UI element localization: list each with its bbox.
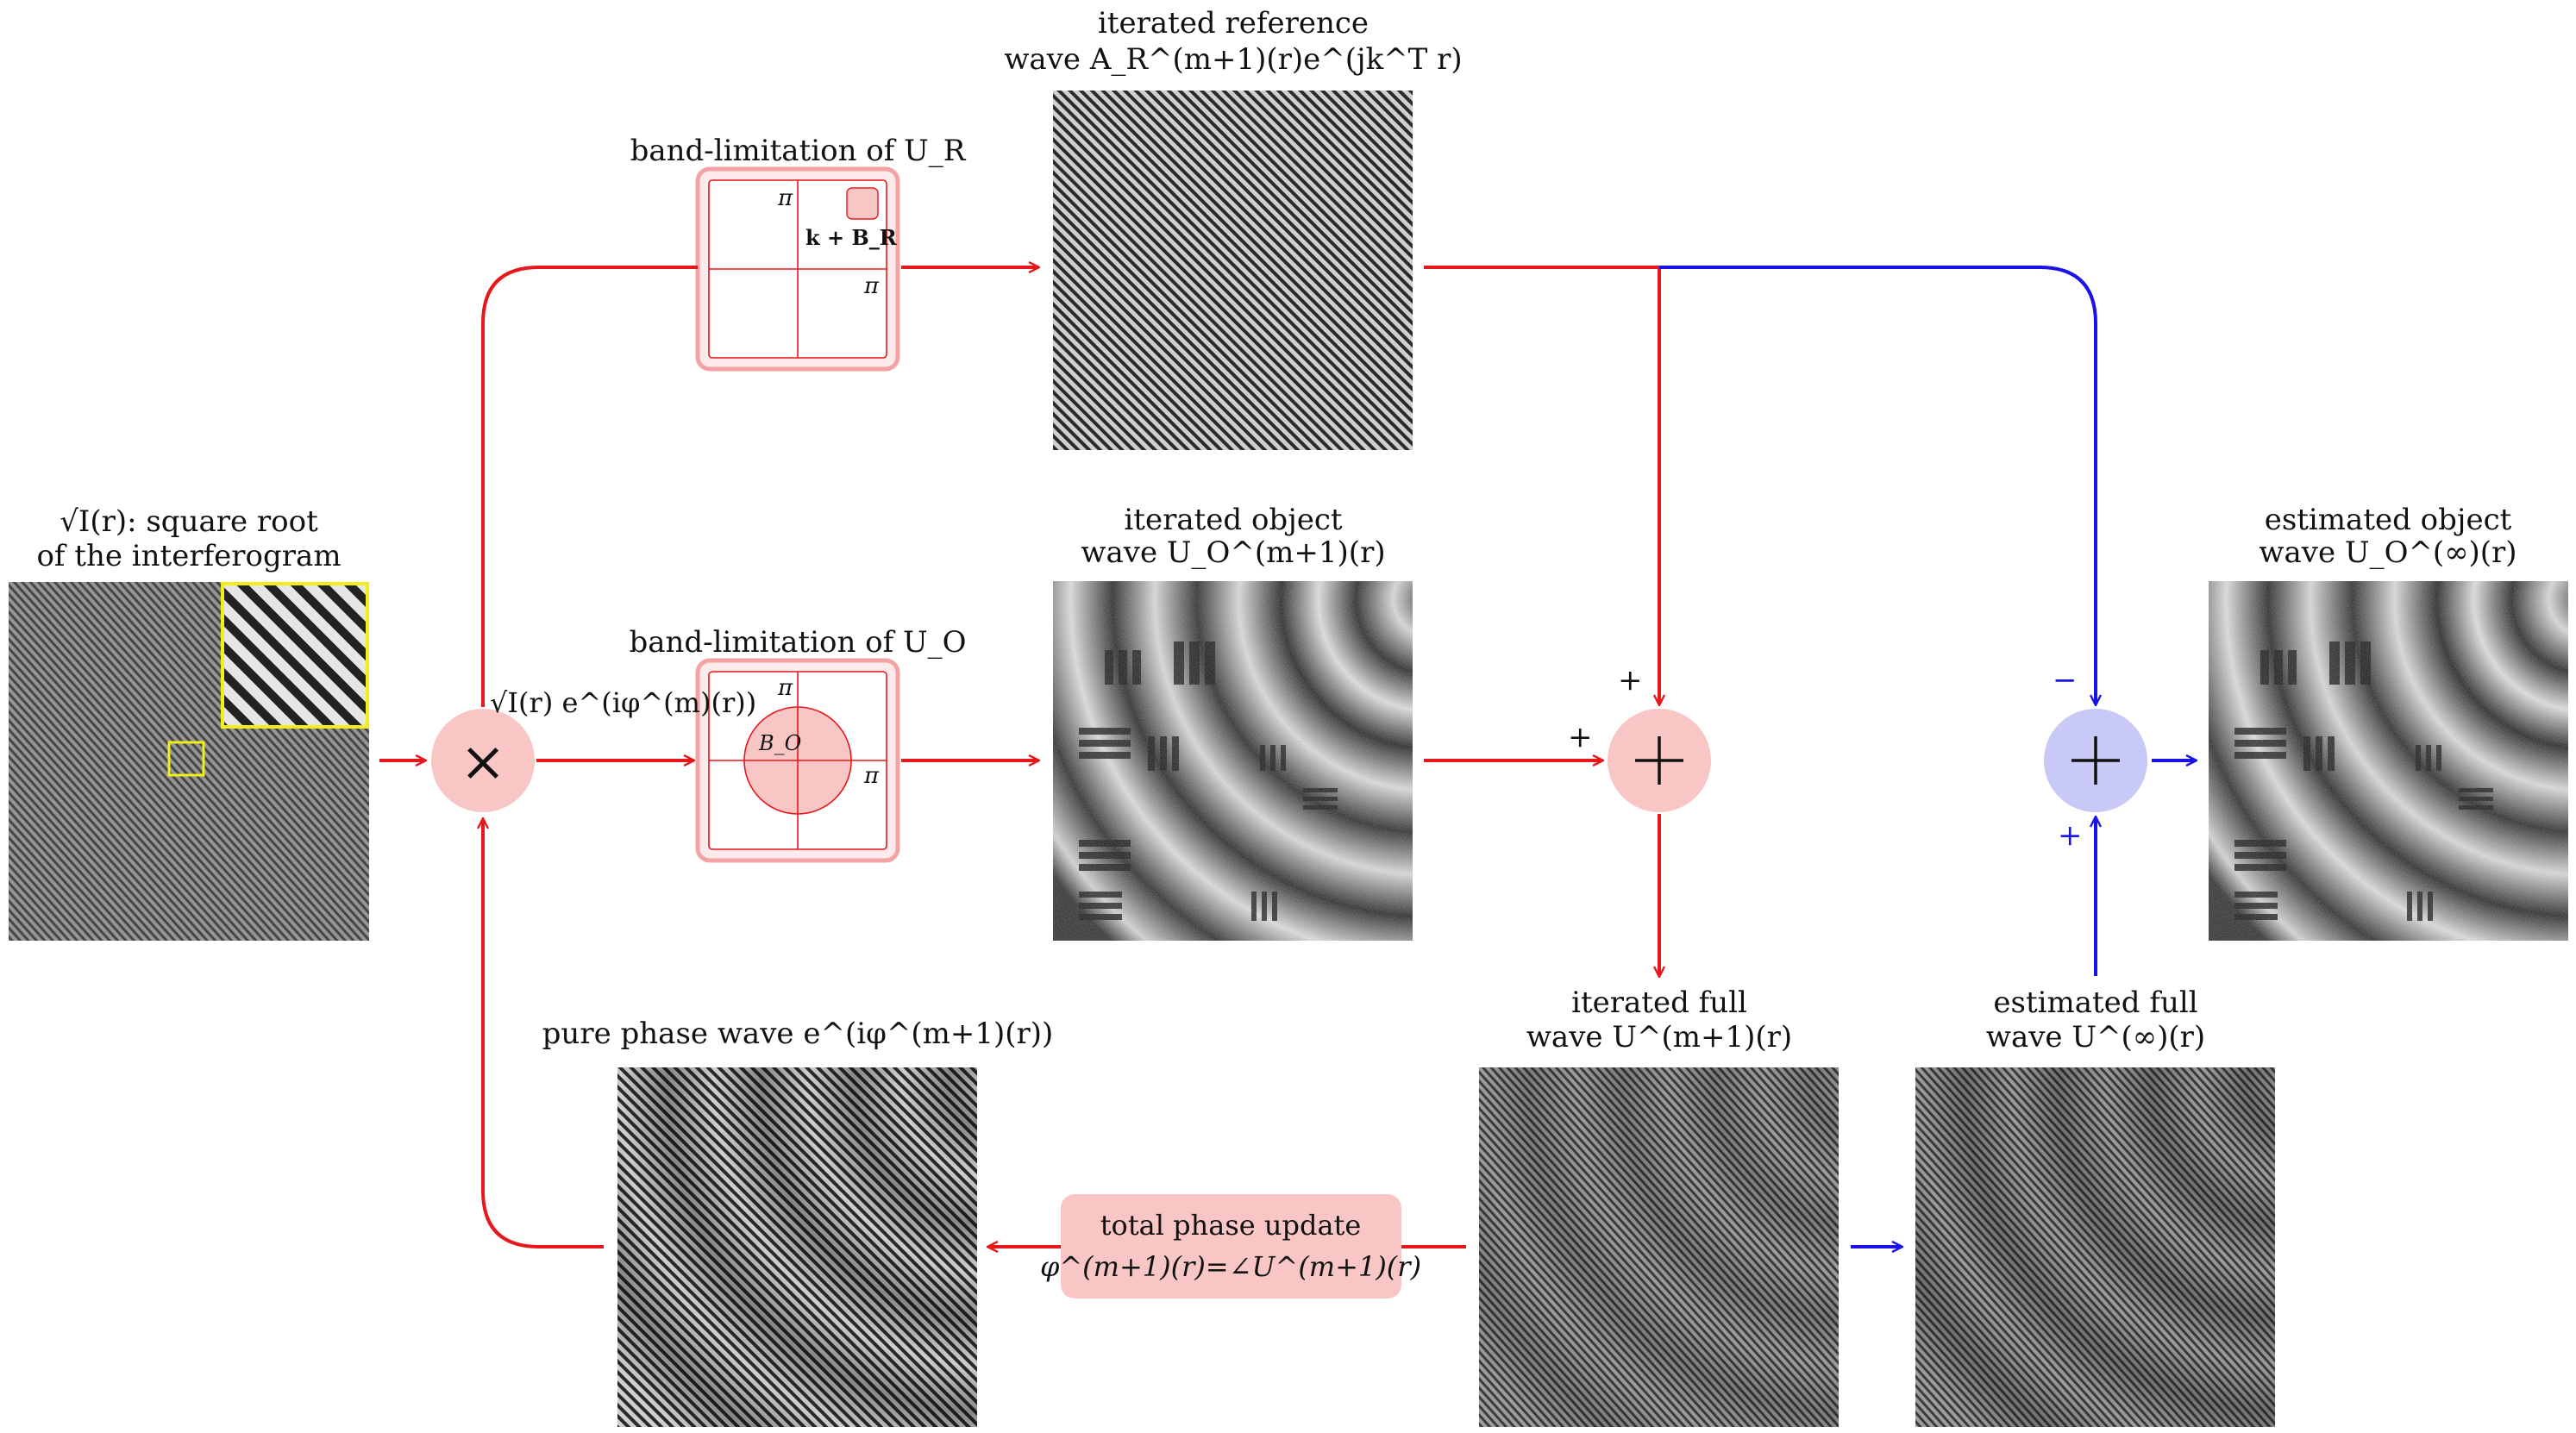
estimated-object-label-line2: wave U_O^(∞)(r) <box>2259 535 2516 570</box>
band-limitation-O-box: π π B_O <box>695 658 900 863</box>
red-flow-arrows <box>379 267 1659 1247</box>
reference-wave-image <box>1053 91 1413 450</box>
estimated-full-label-line2: wave U^(∞)(r) <box>1986 1020 2205 1054</box>
estimated-object-wave-image <box>2209 581 2568 941</box>
plus-sign: + <box>2058 818 2083 853</box>
band-limitation-O-title: band-limitation of U_O <box>629 625 966 660</box>
pi-label: π <box>863 273 880 299</box>
object-wave-label-line2: wave U_O^(m+1)(r) <box>1081 535 1385 570</box>
pi-label: π <box>777 185 793 211</box>
iterated-full-label-line1: iterated full <box>1571 986 1747 1020</box>
interferogram-image <box>9 582 369 941</box>
pi-label: π <box>863 763 880 789</box>
pure-phase-wave-label: pure phase wave e^(iφ^(m+1)(r)) <box>542 1017 1054 1051</box>
estimated-object-label-line1: estimated object <box>2265 503 2512 537</box>
interferogram-label-line1: √I(r): square root <box>60 504 318 539</box>
reference-wave-label-line1: iterated reference <box>1098 6 1369 41</box>
interferogram-label-line2: of the interferogram <box>36 539 341 573</box>
pi-label: π <box>777 675 793 701</box>
multiply-output-label: √I(r) e^(iφ^(m)(r)) <box>490 686 756 719</box>
sum-node-blue <box>2044 709 2147 812</box>
minus-sign: − <box>2053 663 2078 698</box>
pure-phase-wave-image <box>617 1067 977 1427</box>
plus-sign: + <box>1618 663 1643 698</box>
object-wave-image <box>1053 581 1413 941</box>
estimated-full-wave-image <box>1915 1067 2275 1427</box>
plus-sign: + <box>1568 720 1593 754</box>
multiply-node: × <box>431 709 535 812</box>
k-plus-BR-label: k + B_R <box>805 225 898 250</box>
phase-update-box: total phase update φ^(m+1)(r)=∠U^(m+1)(r… <box>1040 1194 1421 1298</box>
iterated-full-label-line2: wave U^(m+1)(r) <box>1526 1020 1792 1054</box>
reference-wave-label-line2: wave A_R^(m+1)(r)e^(jk^T r) <box>1004 42 1462 77</box>
estimated-full-label-line1: estimated full <box>1993 986 2197 1020</box>
zoom-inset <box>221 582 369 729</box>
blue-flow-arrows <box>1659 266 2196 1247</box>
band-limitation-R-box: π π k + B_R <box>695 166 900 372</box>
passband-R-square <box>846 187 879 220</box>
band-limitation-R-title: band-limitation of U_R <box>630 134 967 168</box>
svg-text:×: × <box>460 730 506 794</box>
zoom-region-marker <box>167 741 205 777</box>
iterated-full-wave-image <box>1479 1067 1839 1427</box>
phase-update-title: total phase update <box>1100 1209 1362 1242</box>
BO-label: B_O <box>758 731 802 755</box>
phase-update-formula: φ^(m+1)(r)=∠U^(m+1)(r) <box>1040 1250 1421 1283</box>
object-wave-label-line1: iterated object <box>1124 503 1342 537</box>
sum-node-red <box>1608 709 1711 812</box>
